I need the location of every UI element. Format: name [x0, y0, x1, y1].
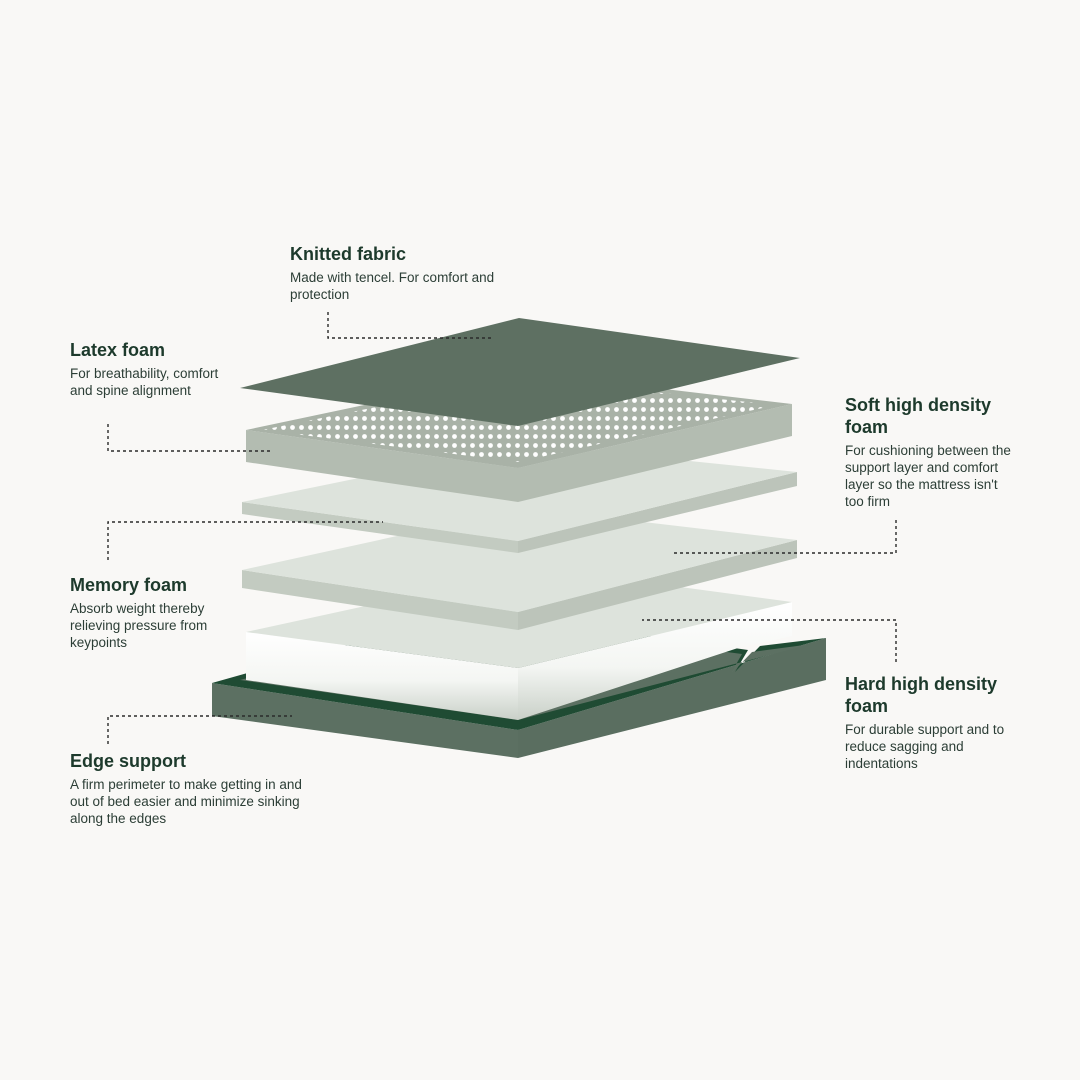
- soft-foam-side-right: [518, 472, 797, 553]
- callout-hard-high-density-foam: Hard high density foam For durable suppo…: [845, 673, 1015, 772]
- soft-foam-side-left: [242, 502, 518, 553]
- soft-foam-description: For cushioning between the support layer…: [845, 443, 1011, 509]
- latex-foam-title: Latex foam: [70, 340, 166, 360]
- hard-foam-side-right: [518, 602, 792, 720]
- knitted-fabric-title: Knitted fabric: [290, 244, 407, 264]
- latex-foam-side-left: [246, 430, 518, 502]
- leader-soft-foam: [671, 520, 897, 554]
- callout-latex-foam: Latex foam For breathability, comfort an…: [70, 339, 220, 399]
- knitted-fabric-description: Made with tencel. For comfort and protec…: [290, 270, 495, 302]
- hard-foam-side-left: [246, 632, 518, 720]
- leader-hard-foam: [642, 619, 897, 662]
- soft-foam-title: Soft high density foam: [845, 395, 991, 437]
- leader-memory-foam: [107, 521, 383, 560]
- memory-foam-side-left: [242, 570, 518, 630]
- edge-support-side-left: [212, 683, 518, 758]
- knitted-fabric-layer: [240, 318, 800, 426]
- leader-lines: [107, 312, 897, 744]
- memory-foam-title: Memory foam: [70, 575, 188, 595]
- memory-foam-layer: [242, 508, 797, 630]
- latex-foam-description: For breathability, comfort and spine ali…: [70, 366, 219, 398]
- hard-foam-title: Hard high density foam: [845, 674, 998, 716]
- callout-memory-foam: Memory foam Absorb weight thereby reliev…: [70, 574, 240, 651]
- hard-foam-description: For durable support and to reduce saggin…: [845, 722, 1005, 771]
- leader-knitted-fabric: [327, 312, 493, 339]
- edge-support-description: A firm perimeter to make getting in and …: [70, 777, 302, 826]
- callout-knitted-fabric: Knitted fabric Made with tencel. For com…: [290, 243, 520, 303]
- leader-edge-support: [107, 715, 292, 744]
- memory-foam-side-right: [518, 540, 797, 630]
- edge-support-title: Edge support: [70, 751, 186, 771]
- memory-foam-description: Absorb weight thereby relieving pressure…: [70, 601, 208, 650]
- callout-soft-high-density-foam: Soft high density foam For cushioning be…: [845, 394, 1015, 510]
- leader-latex-foam: [107, 424, 272, 452]
- callout-edge-support: Edge support A firm perimeter to make ge…: [70, 750, 310, 827]
- memory-foam-top: [242, 508, 797, 612]
- latex-foam-side-right: [518, 404, 792, 502]
- edge-support-side-right: [518, 638, 826, 758]
